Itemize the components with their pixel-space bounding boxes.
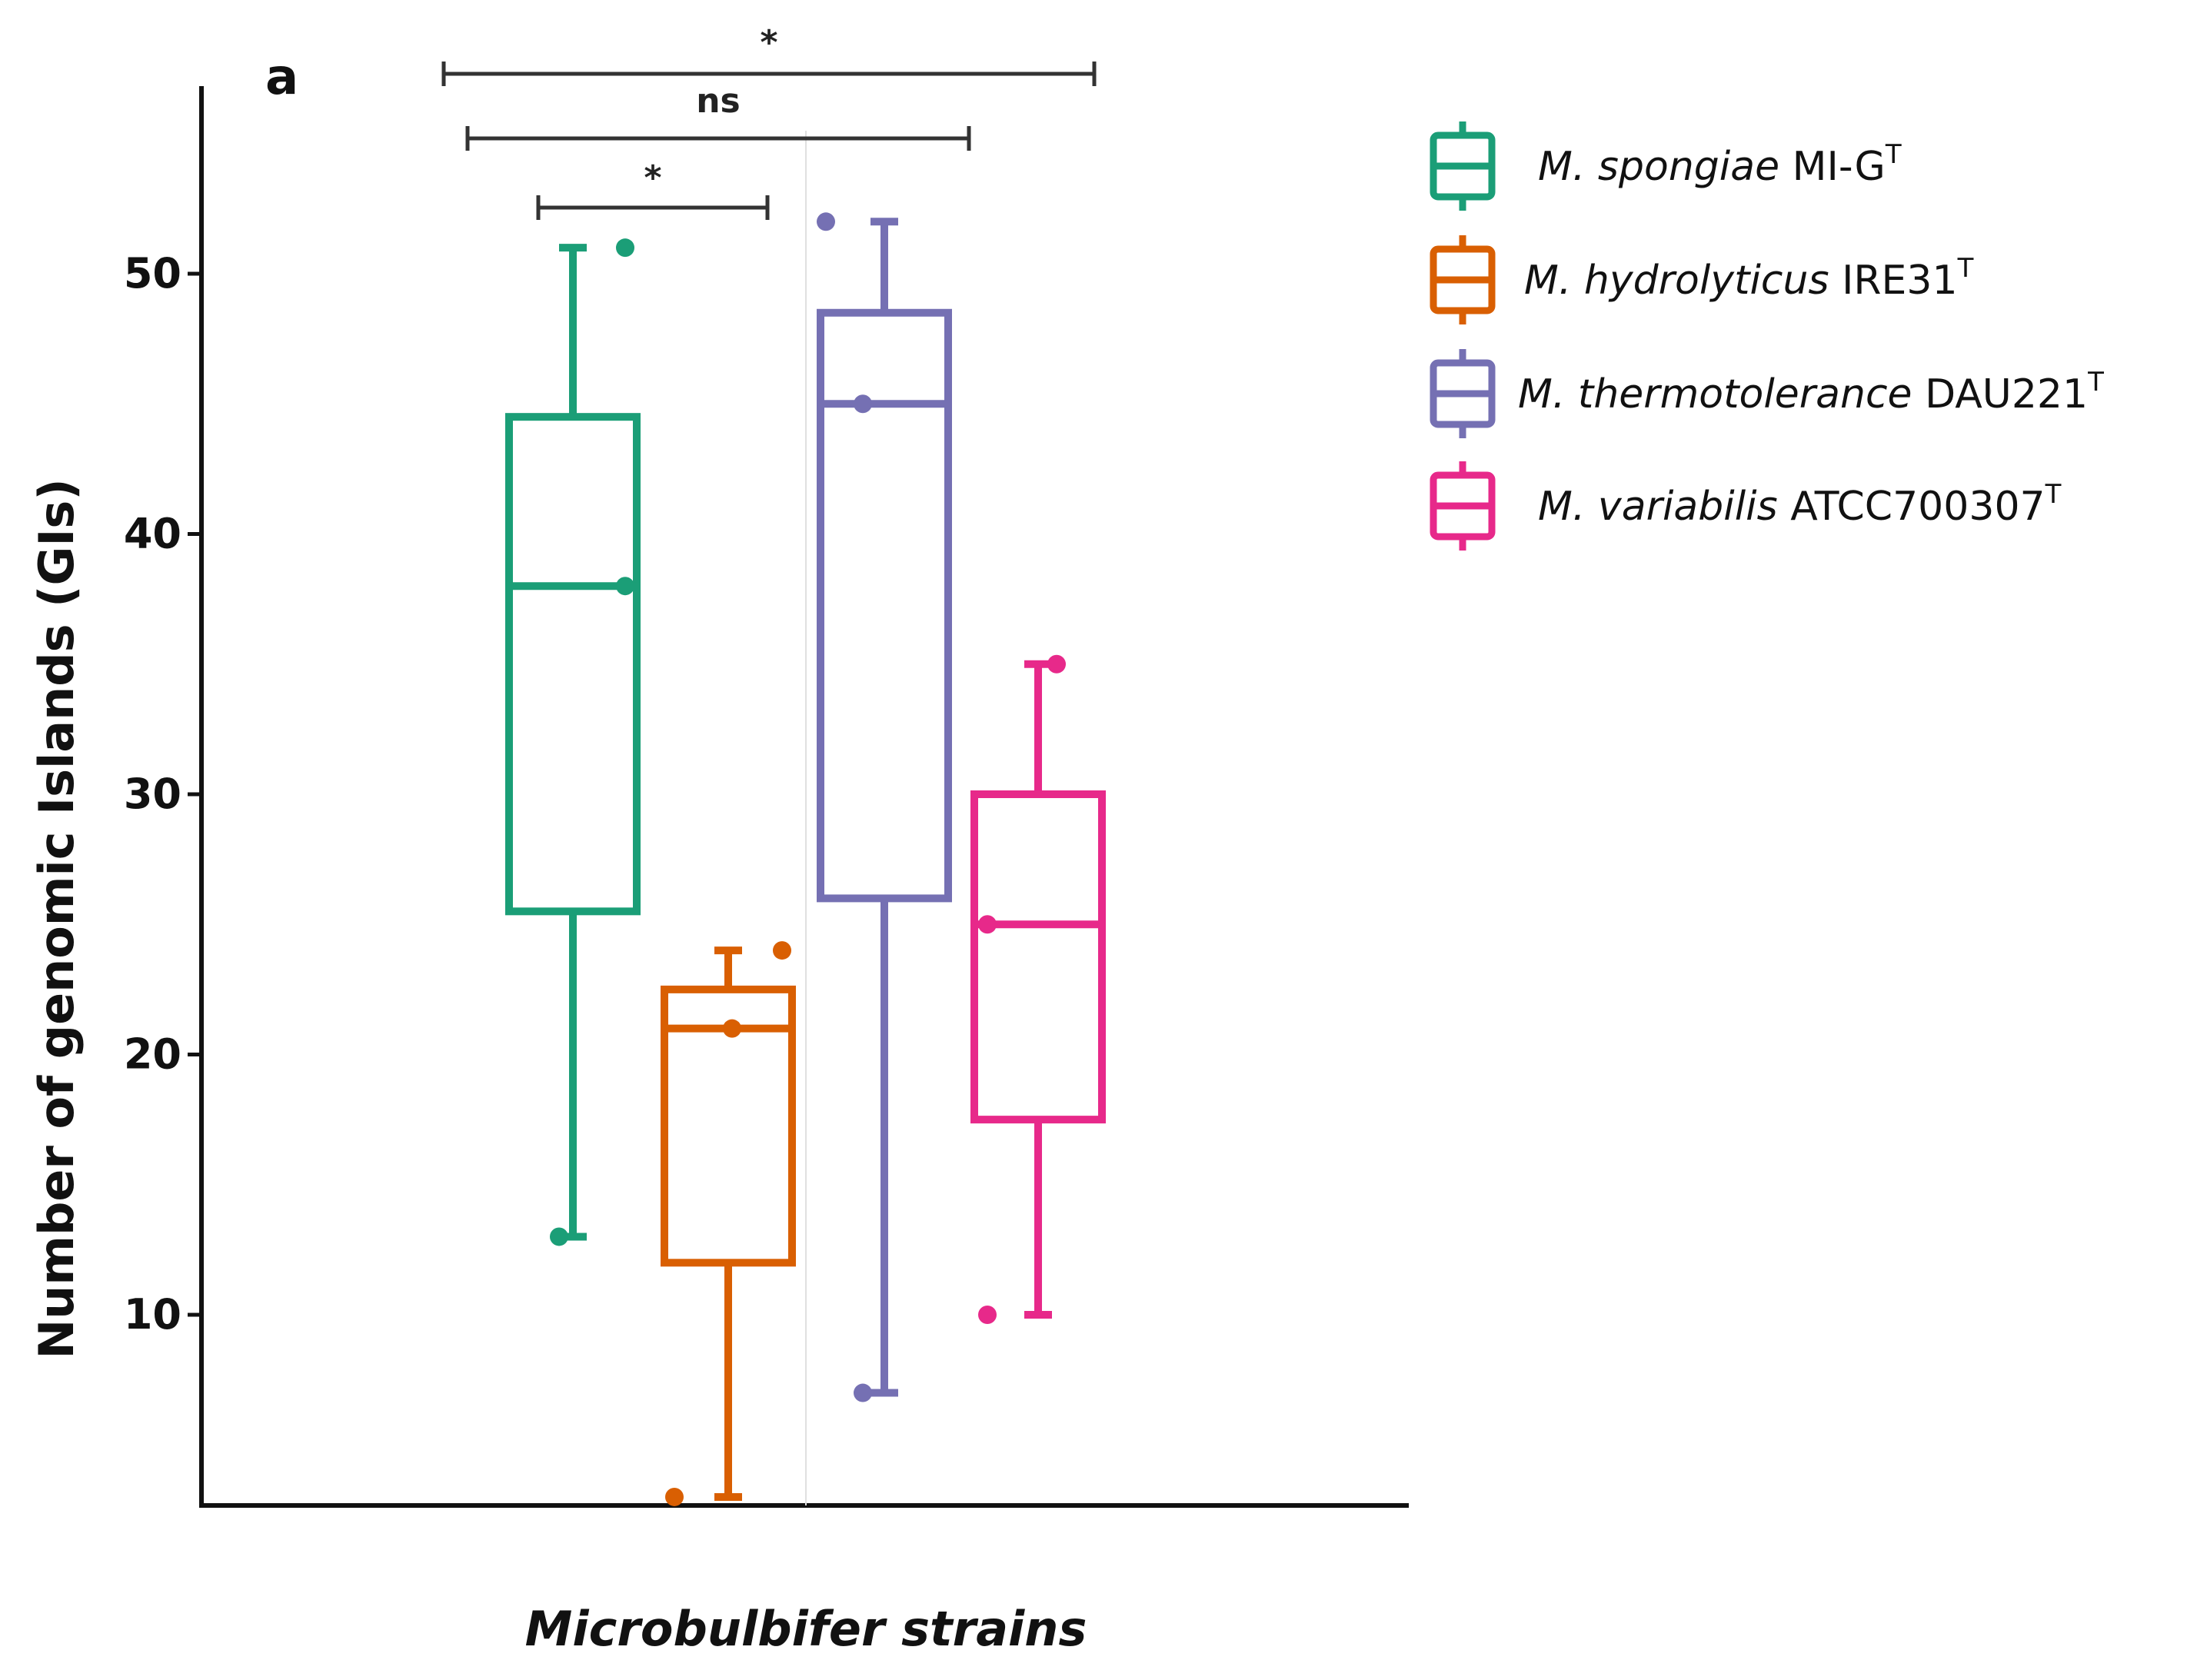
axes <box>199 86 1409 1508</box>
data-point <box>723 1019 741 1038</box>
y-axis-ticks: 10 20 30 40 50 <box>124 249 201 1339</box>
y-axis-title: Number of genomic Islands (GIs) <box>28 478 85 1359</box>
legend-entry: M. hydrolyticus IRE31T <box>1430 235 1974 324</box>
significance-label: * <box>760 23 777 62</box>
data-point <box>1047 654 1066 674</box>
box-iqr <box>817 308 952 903</box>
y-tick-label: 20 <box>124 1030 181 1079</box>
y-tick-label: 30 <box>124 770 181 818</box>
data-point <box>616 577 634 596</box>
data-point <box>854 1383 872 1402</box>
data-point <box>854 394 872 414</box>
significance-brackets: * ns * <box>441 23 1097 220</box>
legend-entry: M. thermotolerance DAU221T <box>1430 349 2104 438</box>
box-group <box>661 941 796 1506</box>
legend-entry: M. variabilis ATCC700307T <box>1430 461 2062 551</box>
box-group <box>970 654 1106 1324</box>
panel-label: a <box>265 49 298 106</box>
box-iqr <box>505 413 641 916</box>
significance-label: ns <box>696 82 741 121</box>
data-point <box>550 1227 568 1246</box>
box-group <box>817 212 952 1402</box>
y-tick-label: 40 <box>124 510 181 558</box>
legend-label: M. hydrolyticus IRE31T <box>1524 253 1974 304</box>
x-axis-title: Microbulbifer strains <box>525 1601 1087 1657</box>
box-series <box>505 212 1106 1506</box>
box-iqr <box>661 985 796 1267</box>
significance-bracket: * <box>441 23 1097 86</box>
legend-label: M. spongiae MI-GT <box>1538 139 1902 190</box>
legend-label: M. variabilis ATCC700307T <box>1538 479 2062 530</box>
legend: M. spongiae MI-GT M. hydrolyticus IRE31T M… <box>1430 121 2104 551</box>
data-point <box>773 941 791 960</box>
y-tick-label: 50 <box>124 249 181 298</box>
legend-label: M. thermotolerance DAU221T <box>1518 367 2104 418</box>
data-point <box>978 1306 997 1324</box>
box-group <box>505 238 641 1246</box>
data-point <box>978 915 997 934</box>
data-point <box>665 1487 684 1506</box>
significance-bracket: ns <box>465 82 971 151</box>
data-point <box>817 212 835 231</box>
legend-entry: M. spongiae MI-GT <box>1430 121 1902 211</box>
significance-bracket: * <box>536 158 770 220</box>
significance-label: * <box>644 158 661 198</box>
y-tick-label: 10 <box>124 1290 181 1339</box>
box-iqr <box>970 790 1106 1124</box>
data-point <box>616 238 634 258</box>
